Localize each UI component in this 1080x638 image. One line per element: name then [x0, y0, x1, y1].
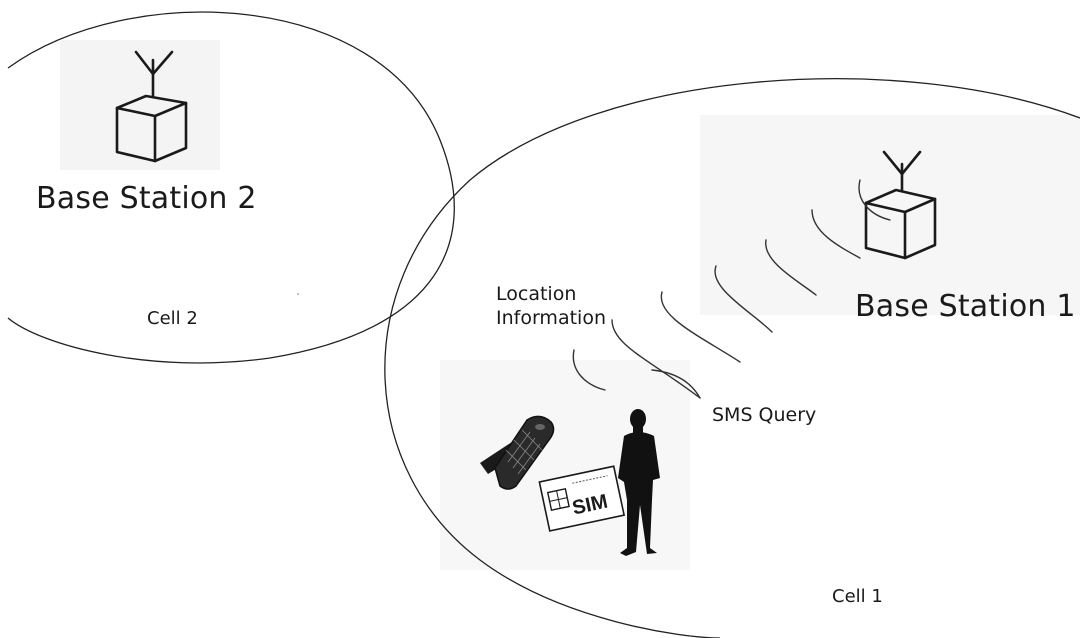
- base-station-1-antenna-icon: [864, 150, 937, 260]
- sms-query-label: SMS Query: [712, 404, 817, 426]
- wave-arc: [858, 179, 891, 221]
- location-information-line-1: Location: [496, 283, 577, 305]
- cell-1-boundary: [384, 78, 1080, 638]
- wave-arc: [714, 265, 773, 333]
- person-silhouette-icon: [618, 409, 660, 556]
- base-station-2-antenna-icon: [115, 50, 188, 163]
- base-station-2-label: Base Station 2: [36, 181, 257, 216]
- location-information-line-2: Information: [496, 306, 606, 329]
- sim-card-icon: SIM: [538, 465, 626, 532]
- cell-2-boundary: [7, 11, 455, 364]
- wave-arc: [572, 349, 606, 391]
- wave-arc: [611, 319, 701, 399]
- radio-waves: [572, 179, 891, 399]
- scan-shading-bs2: [60, 40, 220, 170]
- scan-shading-bs1: [700, 115, 1080, 315]
- wave-arc: [651, 369, 701, 399]
- cell-1-label: Cell 1: [832, 586, 883, 607]
- scan-speck: [297, 293, 299, 295]
- cell-2-label: Cell 2: [147, 308, 198, 329]
- mobile-phone-icon: [480, 415, 555, 490]
- wave-arc: [660, 291, 741, 363]
- wave-arc: [811, 209, 861, 259]
- base-station-1-label: Base Station 1: [855, 289, 1076, 324]
- wave-arc: [765, 239, 817, 296]
- location-information-label: Location Information: [496, 283, 606, 331]
